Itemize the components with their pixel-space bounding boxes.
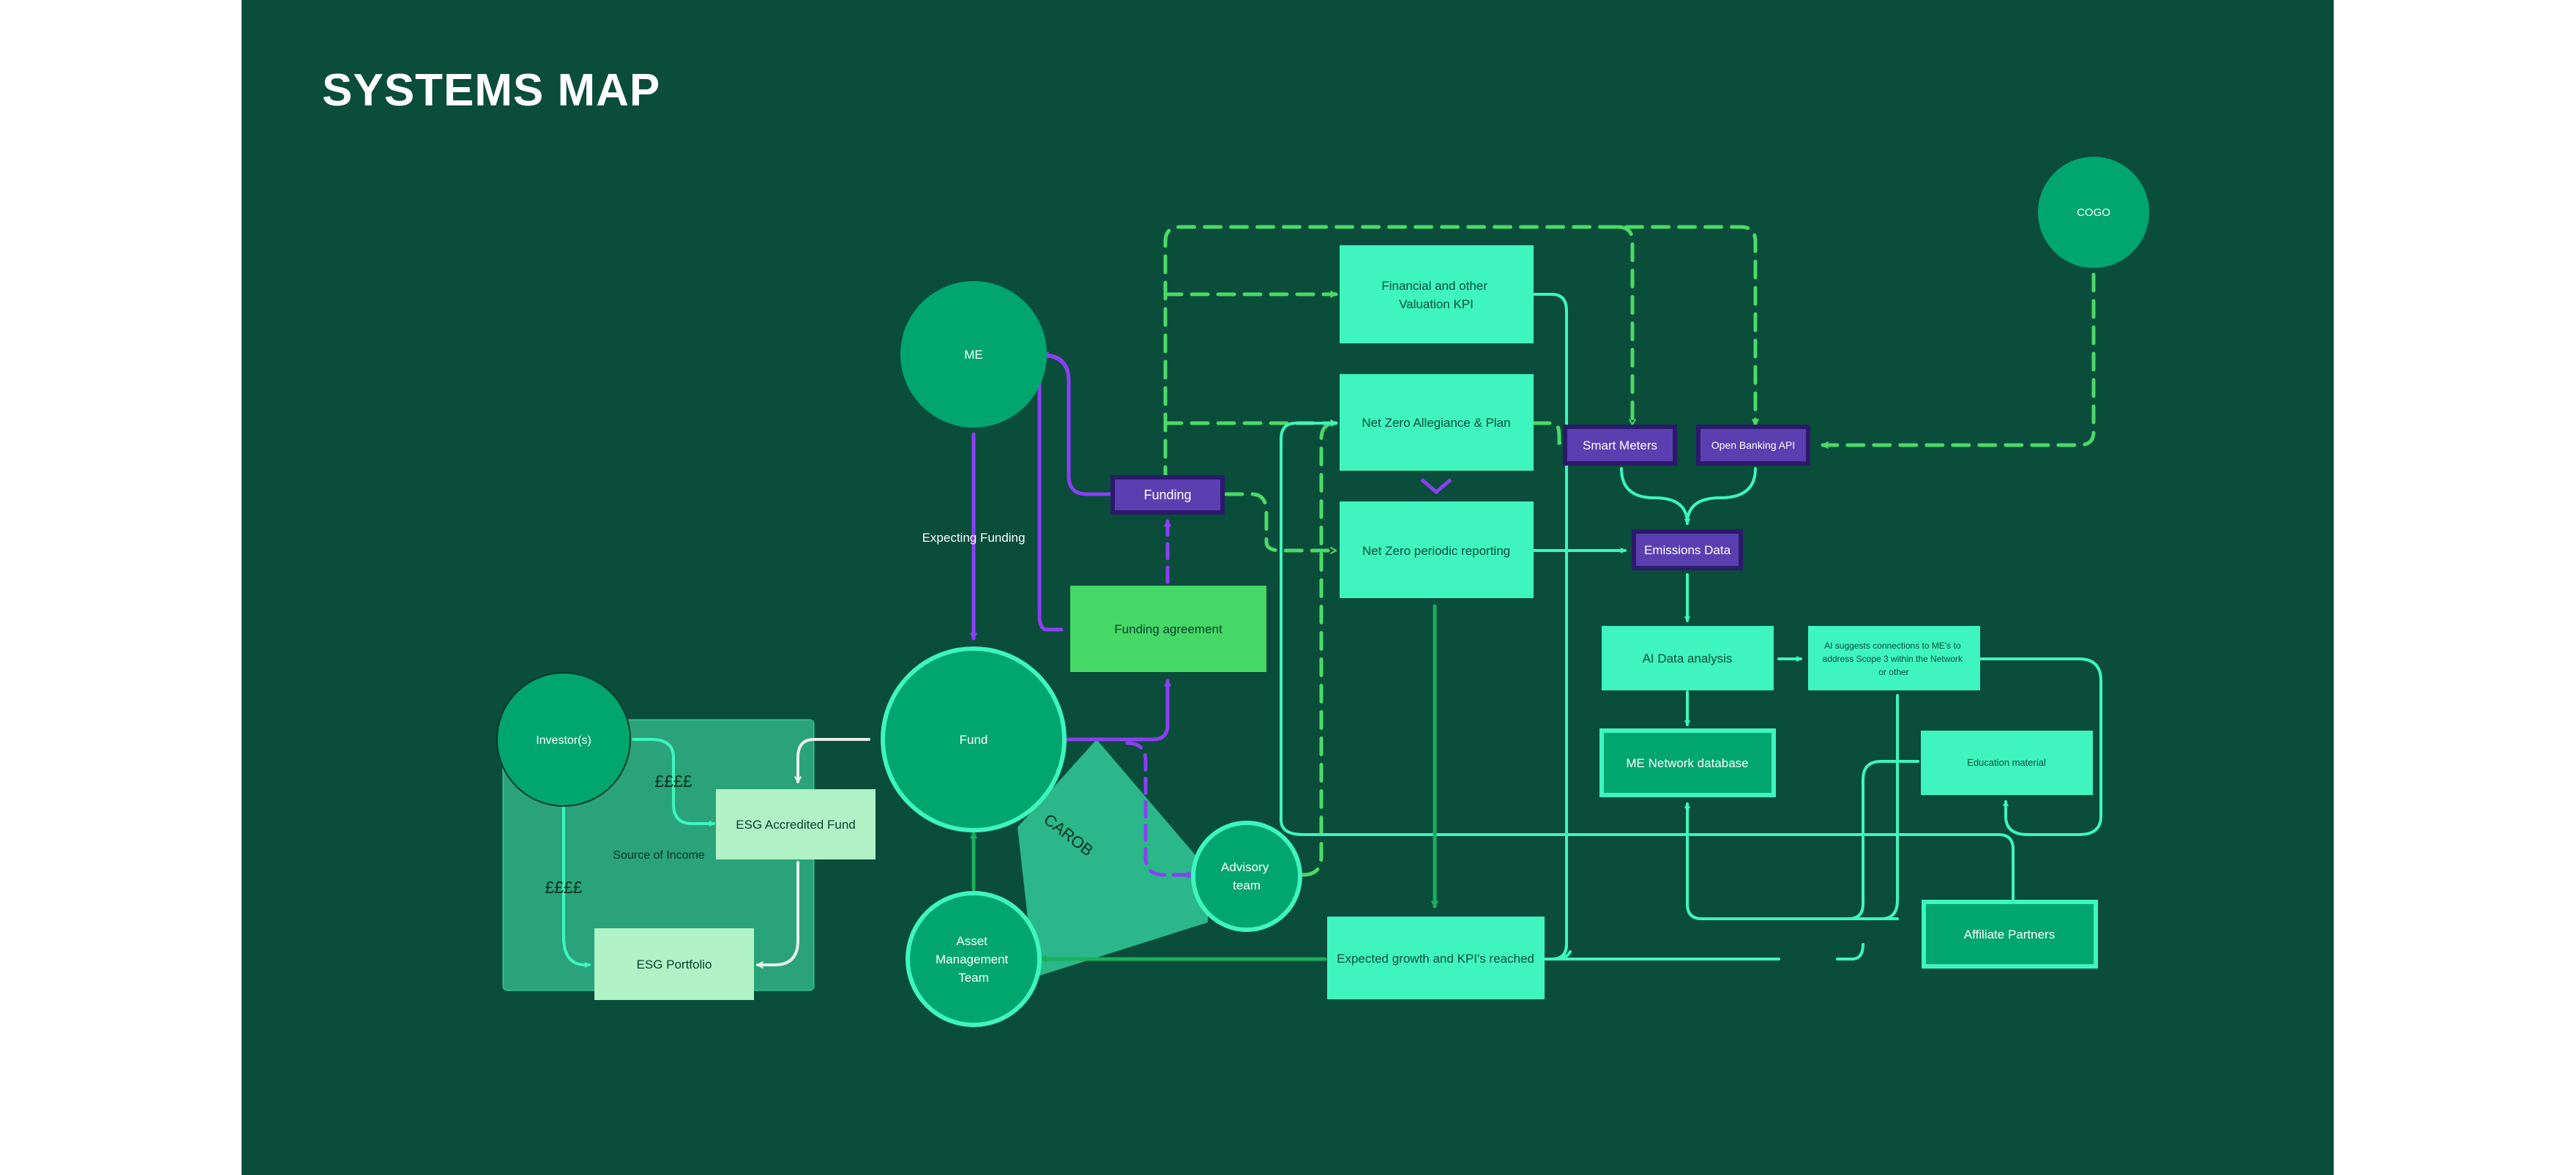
- ai-suggests-line-2: address Scope 3 within the Network: [1823, 654, 1963, 664]
- ai-suggests-line-3: or other: [1878, 667, 1908, 677]
- advisory-team-node[interactable]: Advisory team: [1191, 821, 1302, 932]
- net-zero-allegiance-node[interactable]: Net Zero Allegiance & Plan: [1340, 374, 1534, 471]
- me-label: ME: [964, 348, 983, 362]
- advisory-team-label: Advisory team: [1221, 860, 1272, 892]
- education-material-label: Education material: [1967, 757, 2046, 768]
- asset-management-line-3: Team: [958, 971, 989, 985]
- advisory-line-1: Advisory: [1221, 860, 1269, 874]
- diagram-canvas: SYSTEMS MAP: [242, 0, 2334, 1175]
- ai-suggests-node[interactable]: AI suggests connections to ME's to addre…: [1808, 626, 1980, 690]
- dashed-connectors: [1163, 225, 2096, 877]
- affiliate-partners-node[interactable]: Affiliate Partners: [1922, 900, 2098, 969]
- source-of-income-label: Source of Income: [613, 849, 705, 862]
- financial-kpi-node[interactable]: Financial and other Valuation KPI: [1340, 245, 1534, 343]
- esg-accredited-fund-node[interactable]: ESG Accredited Fund: [716, 789, 876, 859]
- esg-portfolio-node[interactable]: ESG Portfolio: [594, 928, 754, 1000]
- mint-connectors: [1280, 293, 2102, 960]
- fund-node[interactable]: Fund: [881, 646, 1067, 832]
- emissions-data-label: Emissions Data: [1644, 543, 1731, 557]
- white-connectors: [756, 738, 870, 965]
- smart-meters-node[interactable]: Smart Meters: [1563, 425, 1677, 466]
- asset-management-label: Asset Management Team: [936, 934, 1012, 985]
- purple-connectors: [974, 355, 1195, 875]
- me-network-database-label: ME Network database: [1626, 756, 1748, 770]
- funding-node[interactable]: Funding: [1110, 475, 1225, 515]
- ai-suggests-label: AI suggests connections to ME's to addre…: [1823, 641, 1965, 677]
- carob-region: [1018, 739, 1208, 977]
- asset-management-line-2: Management: [936, 952, 1009, 966]
- me-node[interactable]: ME: [900, 281, 1047, 428]
- investors-label: Investor(s): [536, 734, 591, 747]
- me-network-database-node[interactable]: ME Network database: [1599, 728, 1776, 797]
- ai-data-analysis-label: AI Data analysis: [1643, 652, 1733, 665]
- funding-label: Funding: [1143, 488, 1191, 502]
- asset-management-line-1: Asset: [956, 934, 988, 948]
- ai-data-analysis-node[interactable]: AI Data analysis: [1602, 626, 1774, 690]
- financial-kpi-line-1: Financial and other: [1381, 279, 1487, 293]
- smart-meters-label: Smart Meters: [1583, 439, 1657, 452]
- esg-portfolio-label: ESG Portfolio: [637, 958, 712, 971]
- open-banking-api-node[interactable]: Open Banking API: [1696, 425, 1810, 466]
- net-zero-reporting-node[interactable]: Net Zero periodic reporting: [1340, 501, 1534, 598]
- financial-kpi-label: Financial and other Valuation KPI: [1381, 279, 1490, 311]
- dark-green-connectors: [974, 604, 1435, 959]
- expecting-funding-label: Expecting Funding: [922, 531, 1026, 545]
- cogo-label: COGO: [2077, 206, 2110, 219]
- systems-map-diagram: ME COGO Fund Investor(s) Asset Managemen…: [496, 157, 2149, 1027]
- funding-agreement-label: Funding agreement: [1114, 622, 1222, 636]
- expected-growth-label: Expected growth and KPI's reached: [1337, 952, 1534, 966]
- financial-kpi-line-2: Valuation KPI: [1399, 297, 1474, 311]
- expected-growth-node[interactable]: Expected growth and KPI's reached: [1327, 917, 1545, 999]
- currency-label-1: ££££: [654, 772, 692, 791]
- asset-management-team-node[interactable]: Asset Management Team: [906, 891, 1042, 1027]
- emissions-data-node[interactable]: Emissions Data: [1632, 529, 1743, 570]
- ai-suggests-line-1: AI suggests connections to ME's to: [1824, 641, 1961, 651]
- currency-label-2: ££££: [545, 878, 582, 897]
- net-zero-allegiance-label: Net Zero Allegiance & Plan: [1362, 416, 1510, 430]
- investors-node[interactable]: Investor(s): [496, 672, 631, 807]
- advisory-line-2: team: [1233, 879, 1261, 892]
- net-zero-reporting-label: Net Zero periodic reporting: [1362, 544, 1510, 558]
- page-title: SYSTEMS MAP: [322, 65, 661, 116]
- investor-connectors: [562, 738, 715, 965]
- esg-accredited-fund-label: ESG Accredited Fund: [736, 818, 855, 832]
- funding-agreement-node[interactable]: Funding agreement: [1070, 586, 1266, 672]
- fund-label: Fund: [960, 733, 988, 747]
- open-banking-api-label: Open Banking API: [1711, 439, 1795, 451]
- education-material-node[interactable]: Education material: [1921, 731, 2093, 795]
- allegiance-to-reporting-arrow: [1420, 478, 1452, 495]
- cogo-node[interactable]: COGO: [2038, 157, 2149, 268]
- affiliate-partners-label: Affiliate Partners: [1964, 928, 2055, 941]
